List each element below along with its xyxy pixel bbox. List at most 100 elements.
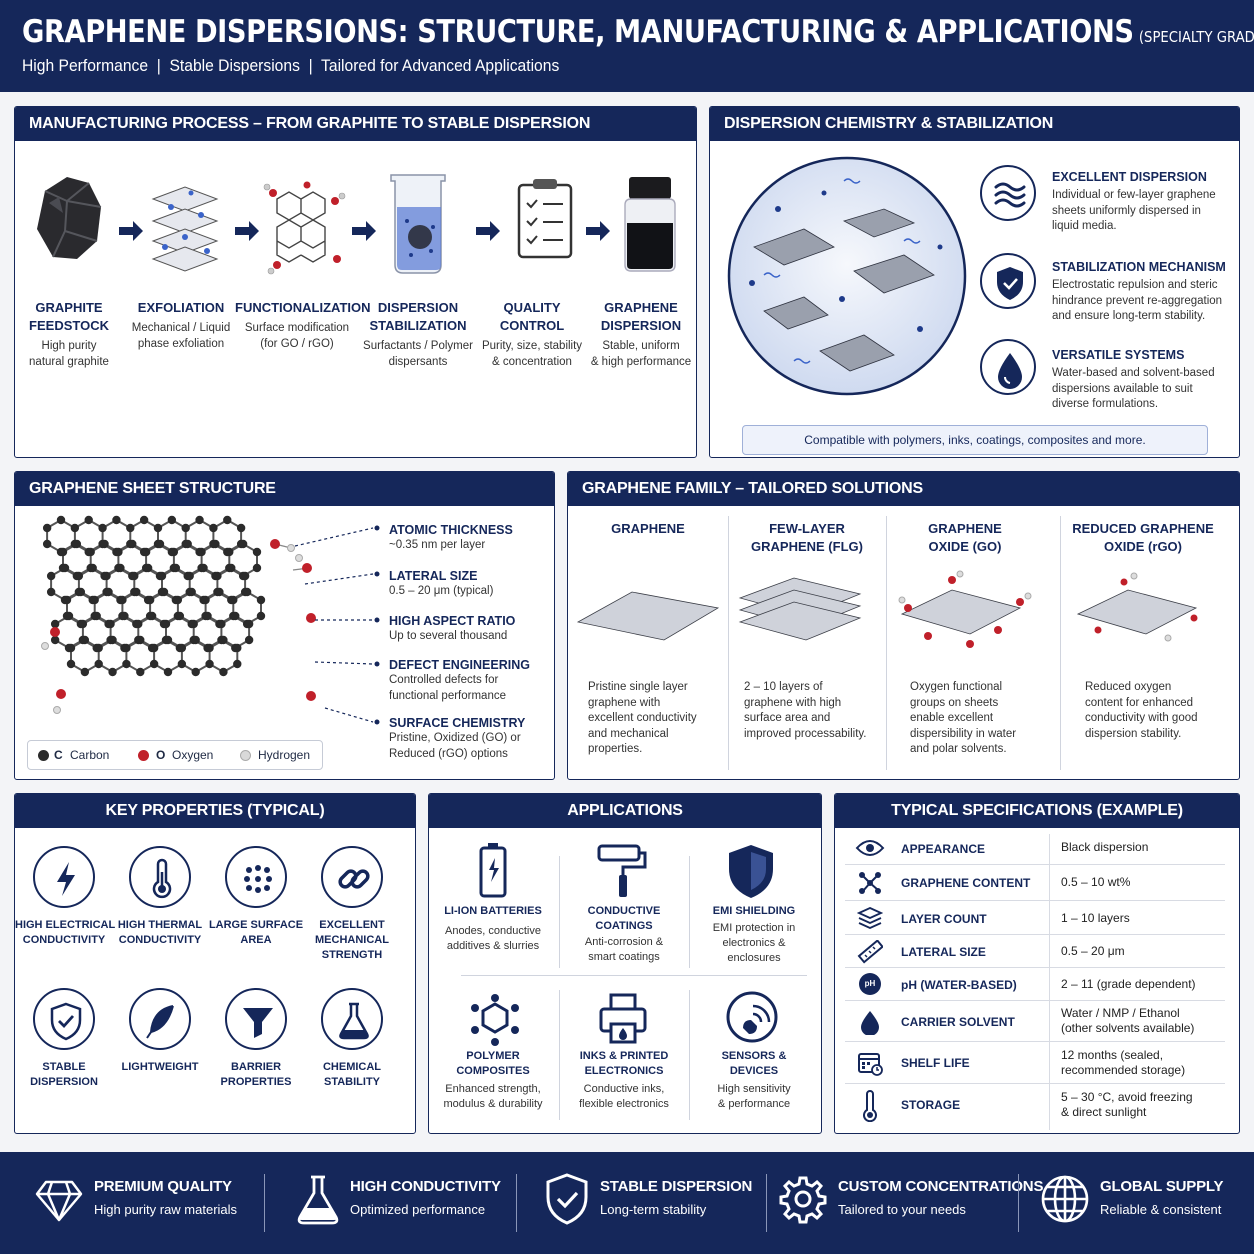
footer-high-conductivity: HIGH CONDUCTIVITY Optimized performance — [292, 1152, 512, 1254]
eye-icon — [855, 840, 885, 856]
structure-panel: GRAPHENE SHEET STRUCTURE ATOMIC THICKNES… — [14, 471, 555, 780]
specs-title: TYPICAL SPECIFICATIONS (EXAMPLE) — [835, 794, 1239, 828]
footer-global-supply: GLOBAL SUPPLY Reliable & consistent — [1038, 1152, 1248, 1254]
properties-title: KEY PROPERTIES (TYPICAL) — [15, 794, 415, 828]
funnel-icon — [225, 988, 287, 1050]
step-exfoliation: EXFOLIATION Mechanical / Liquid phase ex… — [131, 300, 231, 350]
flask-icon — [321, 988, 383, 1050]
family-illustrations — [576, 570, 1198, 648]
applications-panel: APPLICATIONS LI-ION BATTERIES Anodes, co… — [428, 793, 822, 1134]
app-sensors-title: SENSORS & DEVICES — [721, 1050, 787, 1077]
app-coatings-title: CONDUCTIVE COATINGS — [587, 905, 661, 932]
dispersion-jar-icon — [624, 177, 676, 272]
family-go: GRAPHENE OXIDE (GO) — [928, 521, 1002, 554]
app-batteries-title: LI-ION BATTERIES — [444, 905, 542, 917]
chemistry-title: DISPERSION CHEMISTRY & STABILIZATION — [710, 107, 1239, 141]
spec-row-ph: pH pH (WATER-BASED) 2 – 11 (grade depend… — [845, 968, 1225, 1001]
hydrogen-dot-icon — [240, 750, 251, 761]
spec-row-layers: LAYER COUNT 1 – 10 layers — [845, 901, 1225, 935]
chem-item-versatile: VERSATILE SYSTEMS Water-based and solven… — [1052, 348, 1215, 410]
manufacturing-panel: MANUFACTURING PROCESS – FROM GRAPHITE TO… — [14, 106, 697, 458]
page-title: GRAPHENE DISPERSIONS: STRUCTURE, MANUFAC… — [22, 14, 1254, 50]
footer-stable-dispersion: STABLE DISPERSION Long-term stability — [542, 1152, 762, 1254]
shield-icon — [729, 845, 773, 898]
compatibility-note: Compatible with polymers, inks, coatings… — [742, 425, 1208, 455]
app-emi-title: EMI SHIELDING — [712, 905, 796, 917]
beaker-icon — [390, 174, 446, 274]
drop-icon — [861, 1011, 879, 1035]
exfoliation-icon — [151, 186, 219, 272]
callout-surface-chemistry: SURFACE CHEMISTRY Pristine, Oxidized (GO… — [389, 716, 526, 760]
battery-icon — [479, 843, 507, 898]
atom-legend: C Carbon O Oxygen Hydrogen — [27, 740, 323, 770]
manufacturing-title: MANUFACTURING PROCESS – FROM GRAPHITE TO… — [15, 107, 696, 141]
chemistry-panel: DISPERSION CHEMISTRY & STABILIZATION EXC… — [709, 106, 1240, 458]
layers-icon — [857, 907, 883, 929]
shield-check-icon — [980, 253, 1036, 309]
diamond-icon — [35, 1180, 83, 1222]
feather-icon — [129, 988, 191, 1050]
clipboard-icon — [517, 179, 573, 259]
family-panel: GRAPHENE FAMILY – TAILORED SOLUTIONS GRA… — [567, 471, 1240, 780]
thermometer-icon — [863, 1090, 877, 1122]
calendar-icon — [858, 1053, 883, 1076]
step-graphite: GRAPHITE FEEDSTOCK High purity natural g… — [29, 300, 109, 368]
prop-mechanical: EXCELLENT MECHANICAL STRENGTH — [315, 919, 389, 961]
chem-item-dispersion: EXCELLENT DISPERSION Individual or few-l… — [1052, 170, 1216, 232]
prop-electrical: HIGH ELECTRICAL CONDUCTIVITY — [15, 919, 116, 946]
globe-icon — [1041, 1175, 1089, 1223]
paint-roller-icon — [597, 844, 647, 897]
spec-row-solvent: CARRIER SOLVENT Water / NMP / Ethanol (o… — [845, 1001, 1225, 1042]
footer-custom-concentrations: CUSTOM CONCENTRATIONS Tailored to your n… — [776, 1152, 1043, 1254]
spec-row-lateral: LATERAL SIZE 0.5 – 20 μm — [845, 935, 1225, 968]
shield-check-icon — [546, 1173, 588, 1225]
shield-check-icon — [33, 988, 95, 1050]
callout-aspect-ratio: HIGH ASPECT RATIO Up to several thousand — [389, 614, 516, 642]
dispersion-sphere-illustration — [727, 156, 967, 396]
network-icon — [859, 872, 881, 894]
molecule-icon — [471, 994, 519, 1046]
callout-thickness: ATOMIC THICKNESS ~0.35 nm per layer — [389, 523, 513, 551]
spec-row-appearance: APPEARANCE Black dispersion — [845, 832, 1225, 865]
functionalization-icon — [263, 181, 346, 275]
graphite-rock-icon — [37, 177, 102, 259]
process-arrows — [119, 221, 610, 241]
prop-thermal: HIGH THERMAL CONDUCTIVITY — [117, 919, 203, 946]
step-stabilization: DISPERSION STABILIZATION Surfactants / P… — [363, 300, 473, 368]
oxygen-dot-icon — [138, 750, 149, 761]
dots-grid-icon — [225, 846, 287, 908]
callout-leaders — [294, 525, 380, 725]
family-rgo: REDUCED GRAPHENE OXIDE (rGO) — [1072, 521, 1214, 554]
family-flg: FEW-LAYER GRAPHENE (FLG) — [751, 521, 863, 554]
droplet-icon — [980, 339, 1036, 395]
chain-link-icon — [321, 846, 383, 908]
chem-item-stabilization: STABILIZATION MECHANISM Electrostatic re… — [1052, 260, 1226, 322]
thermometer-icon — [129, 846, 191, 908]
footer-premium-quality: PREMIUM QUALITY High purity raw material… — [30, 1152, 260, 1254]
page-subtitle: High Performance | Stable Dispersions | … — [22, 56, 560, 75]
graphene-lattice-illustration — [41, 515, 316, 714]
step-graphene-dispersion: GRAPHENE DISPERSION Stable, uniform & hi… — [590, 300, 692, 368]
printer-icon — [599, 993, 647, 1044]
structure-title: GRAPHENE SHEET STRUCTURE — [15, 472, 554, 506]
callout-defect: DEFECT ENGINEERING Controlled defects fo… — [389, 658, 530, 702]
prop-surface: LARGE SURFACE AREA — [208, 919, 304, 946]
applications-title: APPLICATIONS — [429, 794, 821, 828]
step-quality-control: QUALITY CONTROL Purity, size, stability … — [481, 300, 583, 368]
grade-label: (SPECIALTY GRADE) — [1138, 28, 1254, 46]
callout-lateral-size: LATERAL SIZE 0.5 – 20 μm (typical) — [389, 569, 494, 597]
ruler-icon — [857, 940, 883, 964]
flask-icon — [297, 1175, 339, 1225]
waves-icon — [980, 165, 1036, 221]
specs-panel: TYPICAL SPECIFICATIONS (EXAMPLE) APPEARA… — [834, 793, 1240, 1134]
spec-row-content: GRAPHENE CONTENT 0.5 – 10 wt% — [845, 865, 1225, 901]
prop-chemical: CHEMICAL STABILITY — [322, 1061, 382, 1088]
lightning-icon — [33, 846, 95, 908]
gear-icon — [779, 1176, 827, 1224]
page-header: GRAPHENE DISPERSIONS: STRUCTURE, MANUFAC… — [0, 0, 1254, 92]
prop-barrier: BARRIER PROPERTIES — [220, 1061, 292, 1088]
family-graphene: GRAPHENE — [611, 521, 685, 536]
properties-panel: KEY PROPERTIES (TYPICAL) HIGH ELECTRICAL… — [14, 793, 416, 1134]
ph-drop-icon: pH — [859, 973, 881, 995]
sensor-icon — [726, 991, 778, 1043]
